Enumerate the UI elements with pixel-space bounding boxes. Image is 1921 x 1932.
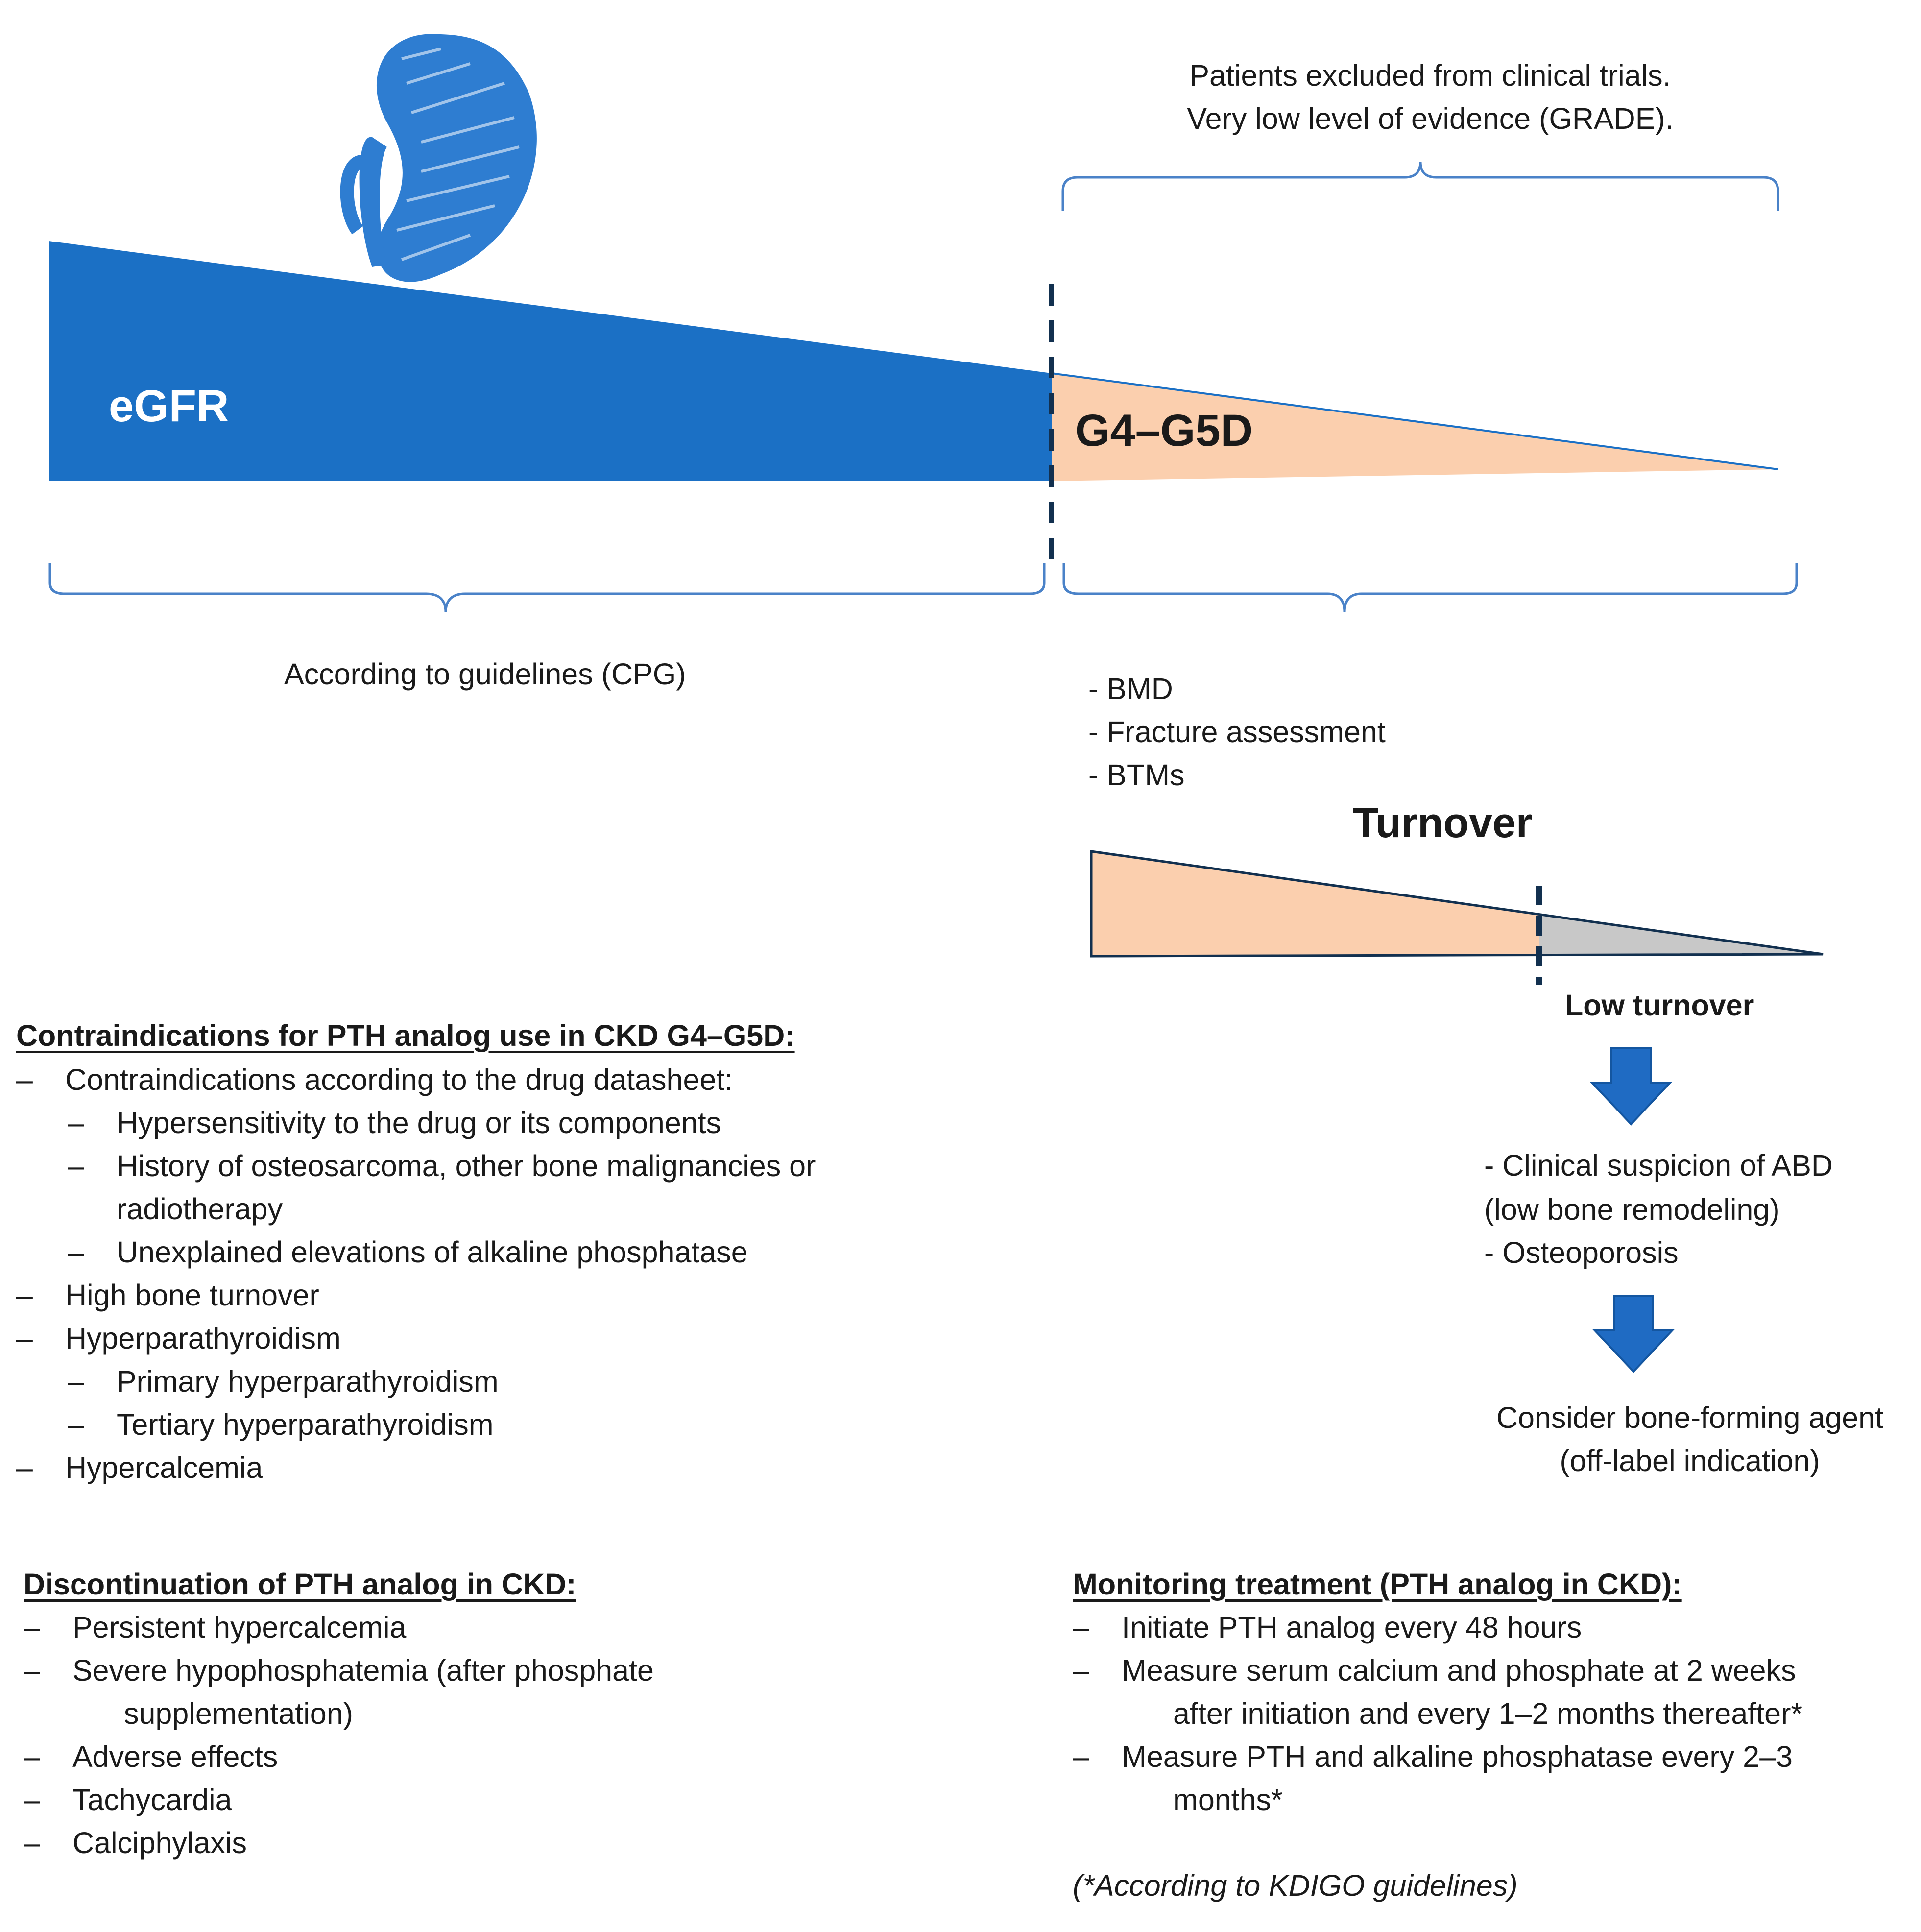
list-item-text: Hypercalcemia: [65, 1451, 263, 1484]
list-item: –Tertiary hyperparathyroidism: [16, 1403, 947, 1446]
bullet-dash: –: [16, 1279, 33, 1312]
list-item: –Hypercalcemia: [16, 1446, 947, 1489]
list-item-text: Primary hyperparathyroidism: [117, 1365, 499, 1398]
list-item: –Measure serum calcium and phosphate at …: [1073, 1649, 1915, 1692]
bullet-dash: –: [24, 1611, 40, 1644]
consider-line-2: (off-label indication): [1560, 1444, 1820, 1477]
list-item-text: Initiate PTH analog every 48 hours: [1122, 1611, 1582, 1644]
list-item: supplementation): [24, 1692, 856, 1735]
bullet-dash: –: [68, 1235, 84, 1269]
list-item-text: supplementation): [124, 1697, 353, 1730]
monitoring-title: Monitoring treatment (PTH analog in CKD)…: [1073, 1568, 1682, 1601]
list-item: radiotherapy: [16, 1187, 947, 1231]
list-item: –Hyperparathyroidism: [16, 1317, 947, 1360]
bullet-dash: –: [16, 1451, 33, 1484]
list-item: –Adverse effects: [24, 1735, 856, 1778]
bullet-dash: –: [16, 1322, 33, 1355]
list-item: –Measure PTH and alkaline phosphatase ev…: [1073, 1735, 1915, 1778]
list-item: –Initiate PTH analog every 48 hours: [1073, 1606, 1915, 1649]
bullet-dash: –: [68, 1408, 84, 1441]
list-item-text: Measure serum calcium and phosphate at 2…: [1122, 1654, 1796, 1687]
list-item-text: Adverse effects: [72, 1740, 278, 1773]
stage-label: G4–G5D: [1075, 406, 1253, 456]
list-item: –High bone turnover: [16, 1274, 947, 1317]
list-item-text: Hypersensitivity to the drug or its comp…: [117, 1106, 721, 1139]
bullet-dash: –: [68, 1106, 84, 1139]
list-item: –Calciphylaxis: [24, 1821, 856, 1864]
assessment-item: - Fracture assessment: [1088, 715, 1386, 749]
assessment-item: - BTMs: [1088, 758, 1185, 792]
consider-line-1: Consider bone-forming agent: [1496, 1401, 1884, 1434]
bullet-dash: –: [68, 1149, 84, 1183]
suspicion-line: - Clinical suspicion of ABD: [1484, 1149, 1833, 1182]
list-item: –History of osteosarcoma, other bone mal…: [16, 1144, 947, 1187]
list-item-text: Tertiary hyperparathyroidism: [117, 1408, 494, 1441]
list-item-text: Unexplained elevations of alkaline phosp…: [117, 1235, 748, 1269]
discontinuation-list: –Persistent hypercalcemia–Severe hypopho…: [24, 1606, 856, 1864]
list-item-text: Contraindications according to the drug …: [65, 1063, 733, 1096]
turnover-wedge: [1091, 851, 1539, 956]
list-item-text: Measure PTH and alkaline phosphatase eve…: [1122, 1740, 1793, 1773]
list-item: –Severe hypophosphatemia (after phosphat…: [24, 1649, 856, 1692]
list-item-text: Hyperparathyroidism: [65, 1322, 341, 1355]
list-item-text: Persistent hypercalcemia: [72, 1611, 407, 1644]
list-item: after initiation and every 1–2 months th…: [1073, 1692, 1915, 1735]
bullet-dash: –: [68, 1365, 84, 1398]
turnover-title: Turnover: [1353, 799, 1533, 846]
list-item-text: Tachycardia: [72, 1783, 232, 1816]
monitoring-list: –Initiate PTH analog every 48 hours–Meas…: [1073, 1606, 1915, 1821]
down-arrow-icon: [1589, 1047, 1673, 1126]
assessment-item: - BMD: [1088, 672, 1173, 705]
evidence-bracket: [1061, 161, 1779, 211]
evidence-note-line-2: Very low level of evidence (GRADE).: [1187, 102, 1674, 135]
list-item-text: High bone turnover: [65, 1279, 319, 1312]
stage-wedge: [1052, 373, 1778, 481]
list-item: –Hypersensitivity to the drug or its com…: [16, 1101, 947, 1144]
egfr-label: eGFR: [109, 381, 229, 431]
kidney-icon: [340, 34, 537, 282]
list-item: –Tachycardia: [24, 1778, 856, 1821]
suspicion-line: (low bone remodeling): [1484, 1193, 1780, 1226]
bullet-dash: –: [24, 1654, 40, 1687]
list-item-text: months*: [1173, 1783, 1283, 1816]
guidelines-label: According to guidelines (CPG): [284, 657, 686, 691]
list-item-text: radiotherapy: [117, 1192, 283, 1226]
bullet-dash: –: [1073, 1654, 1089, 1687]
list-item: –Persistent hypercalcemia: [24, 1606, 856, 1649]
guidelines-bracket: [48, 563, 1046, 613]
bullet-dash: –: [24, 1783, 40, 1816]
egfr-wedge: [49, 241, 1052, 481]
list-item-text: Calciphylaxis: [72, 1826, 247, 1860]
stage-bracket: [1062, 563, 1798, 613]
bullet-dash: –: [24, 1826, 40, 1860]
suspicion-line: - Osteoporosis: [1484, 1236, 1679, 1269]
list-item: months*: [1073, 1778, 1915, 1821]
kdigo-footnote: (*According to KDIGO guidelines): [1073, 1869, 1518, 1902]
list-item: –Contraindications according to the drug…: [16, 1058, 947, 1101]
down-arrow-icon: [1592, 1295, 1675, 1373]
list-item-text: History of osteosarcoma, other bone mali…: [117, 1149, 816, 1183]
bullet-dash: –: [16, 1063, 33, 1096]
discontinuation-title: Discontinuation of PTH analog in CKD:: [24, 1568, 576, 1601]
bullet-dash: –: [1073, 1740, 1089, 1773]
bullet-dash: –: [24, 1740, 40, 1773]
contraindications-list: –Contraindications according to the drug…: [16, 1058, 947, 1489]
list-item-text: after initiation and every 1–2 months th…: [1173, 1697, 1803, 1730]
low-turnover-label: Low turnover: [1565, 989, 1754, 1022]
bullet-dash: –: [1073, 1611, 1089, 1644]
list-item: –Unexplained elevations of alkaline phos…: [16, 1231, 947, 1274]
list-item-text: Severe hypophosphatemia (after phosphate: [72, 1654, 654, 1687]
contraindications-title: Contraindications for PTH analog use in …: [16, 1019, 795, 1052]
evidence-note-line-1: Patients excluded from clinical trials.: [1189, 59, 1671, 92]
list-item: –Primary hyperparathyroidism: [16, 1360, 947, 1403]
